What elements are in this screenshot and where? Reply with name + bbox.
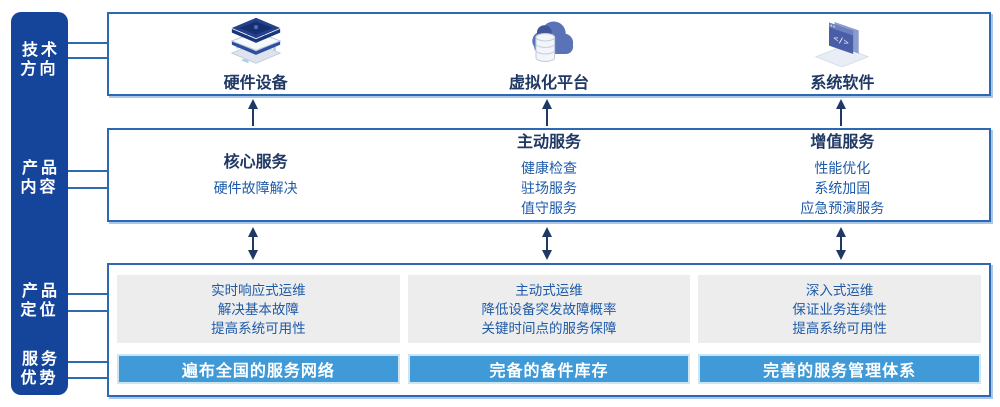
label-line: 方向 xyxy=(20,61,59,78)
tech-label-hardware: 硬件设备 xyxy=(223,75,288,92)
positioning-line: 降低设备突发故障概率 xyxy=(481,301,617,317)
advantage-bar: 完备的备件库存 xyxy=(407,354,691,384)
category-sidebar: 技术 方向 产品 内容 产品 定位 服务 优势 xyxy=(11,12,68,395)
tech-col-system-software: </> 系统软件 xyxy=(696,14,989,94)
service-item: 健康检查 xyxy=(520,159,577,176)
positioning-box: 实时响应式运维 解决基本故障 提高系统可用性 遍布全国的服务网络 主动式运维 降… xyxy=(107,263,991,397)
double-arrow xyxy=(248,227,258,260)
label-line: 优势 xyxy=(20,370,59,387)
positioning-panel: 主动式运维 降低设备突发故障概率 关键时间点的服务保障 xyxy=(407,275,691,343)
positioning-col-realtime: 实时响应式运维 解决基本故障 提高系统可用性 遍布全国的服务网络 xyxy=(117,275,400,385)
cloud-database-icon xyxy=(518,15,580,67)
connector-line xyxy=(68,293,107,295)
advantage-bar: 遍布全国的服务网络 xyxy=(117,354,400,384)
positioning-line: 提高系统可用性 xyxy=(211,320,306,336)
tech-label-system-software: 系统软件 xyxy=(810,75,875,92)
positioning-line: 保证业务连续性 xyxy=(792,301,887,317)
positioning-line: 提高系统可用性 xyxy=(792,320,887,336)
connector-line xyxy=(68,187,107,189)
label-line: 定位 xyxy=(20,302,59,319)
advantage-bar: 完善的服务管理体系 xyxy=(698,354,982,384)
sidebar-label-product-positioning: 产品 定位 xyxy=(11,282,68,320)
up-arrow xyxy=(836,99,846,126)
label-line: 产品 xyxy=(21,283,60,300)
sidebar-label-product-content: 产品 内容 xyxy=(11,159,68,197)
positioning-panel: 实时响应式运维 解决基本故障 提高系统可用性 xyxy=(117,275,400,343)
positioning-line: 主动式运维 xyxy=(515,282,583,298)
sidebar-label-tech-direction: 技术 方向 xyxy=(11,41,68,79)
service-col-core: 核心服务 硬件故障解决 xyxy=(109,130,402,220)
connector-line xyxy=(68,310,107,312)
label-line: 内容 xyxy=(20,179,59,196)
positioning-line: 解决基本故障 xyxy=(217,301,299,317)
code-window-icon: </> xyxy=(811,15,873,67)
positioning-line: 深入式运维 xyxy=(805,282,874,298)
connector-line xyxy=(68,361,107,363)
label-line: 服务 xyxy=(21,351,60,368)
label-line: 技术 xyxy=(21,42,60,59)
service-item: 系统加固 xyxy=(814,179,871,196)
service-item: 硬件故障解决 xyxy=(213,179,298,196)
connector-line xyxy=(68,170,107,172)
positioning-line: 关键时间点的服务保障 xyxy=(481,320,617,336)
connector-line xyxy=(68,42,107,44)
connector-line xyxy=(68,377,107,379)
service-item: 性能优化 xyxy=(814,159,871,176)
positioning-col-proactive: 主动式运维 降低设备突发故障概率 关键时间点的服务保障 完备的备件库存 xyxy=(407,275,691,385)
tech-col-hardware: 硬件设备 xyxy=(109,14,402,94)
positioning-line: 实时响应式运维 xyxy=(211,282,306,298)
product-content-box: 核心服务 硬件故障解决 主动服务 健康检查 驻场服务 值守服务 增值服务 性能优… xyxy=(107,128,991,222)
double-arrow xyxy=(542,227,552,260)
service-title: 增值服务 xyxy=(810,133,875,151)
double-arrow xyxy=(836,227,846,260)
positioning-col-deep: 深入式运维 保证业务连续性 提高系统可用性 完善的服务管理体系 xyxy=(698,275,982,385)
service-title: 主动服务 xyxy=(516,133,581,151)
connector-line xyxy=(68,57,107,59)
label-line: 产品 xyxy=(21,160,60,177)
service-item: 值守服务 xyxy=(520,199,577,216)
up-arrow xyxy=(248,99,258,126)
sidebar-label-service-advantage: 服务 优势 xyxy=(11,350,68,388)
service-col-value-added: 增值服务 性能优化 系统加固 应急预演服务 xyxy=(696,130,989,220)
service-col-active: 主动服务 健康检查 驻场服务 值守服务 xyxy=(402,130,695,220)
hardware-stack-icon xyxy=(225,15,287,67)
tech-label-virtualization: 虚拟化平台 xyxy=(508,75,589,92)
tech-col-virtualization: 虚拟化平台 xyxy=(402,14,695,94)
service-item: 应急预演服务 xyxy=(800,199,885,216)
up-arrow xyxy=(542,99,552,126)
service-item: 驻场服务 xyxy=(520,179,577,196)
service-title: 核心服务 xyxy=(223,153,288,171)
tech-direction-box: 硬件设备 xyxy=(107,12,991,96)
positioning-panel: 深入式运维 保证业务连续性 提高系统可用性 xyxy=(698,275,982,343)
